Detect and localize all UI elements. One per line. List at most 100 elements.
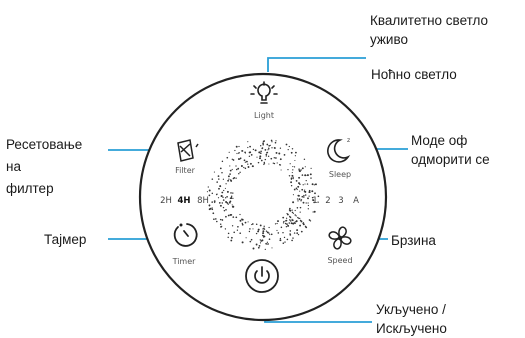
display-dot bbox=[266, 241, 269, 243]
display-dot bbox=[211, 192, 214, 195]
display-dot bbox=[222, 199, 225, 201]
display-dot bbox=[224, 228, 227, 230]
display-dot bbox=[285, 217, 288, 219]
display-dot bbox=[236, 229, 239, 231]
display-dot bbox=[261, 147, 264, 149]
display-dot bbox=[303, 196, 305, 198]
sleep-icon bbox=[327, 139, 351, 163]
speed-option-a[interactable]: A bbox=[353, 196, 359, 206]
timer-option-2h[interactable]: 2H bbox=[160, 196, 172, 206]
speed-option-2[interactable]: 2 bbox=[325, 196, 330, 206]
display-dot bbox=[307, 204, 309, 207]
display-dot bbox=[259, 239, 261, 241]
display-dot bbox=[282, 231, 284, 234]
display-dot bbox=[257, 230, 260, 233]
display-dot bbox=[282, 222, 285, 224]
display-dot bbox=[289, 207, 291, 210]
display-dot bbox=[296, 232, 299, 234]
display-dot bbox=[313, 184, 315, 186]
display-dot bbox=[229, 165, 231, 167]
display-dot bbox=[208, 189, 211, 192]
display-dot bbox=[261, 239, 264, 242]
display-dot bbox=[265, 155, 267, 157]
light-button[interactable]: Light bbox=[250, 81, 278, 120]
filter-button[interactable]: Filter bbox=[175, 139, 199, 175]
display-dot bbox=[241, 149, 244, 152]
display-dot bbox=[231, 195, 233, 197]
display-dot bbox=[213, 171, 215, 173]
leader-light bbox=[267, 57, 366, 72]
display-dot bbox=[305, 174, 307, 176]
display-dot bbox=[241, 218, 243, 220]
display-dot bbox=[269, 234, 271, 236]
display-dot bbox=[220, 226, 222, 228]
timer-button[interactable]: Timer bbox=[172, 223, 198, 267]
display-dot bbox=[298, 168, 300, 170]
display-dot bbox=[235, 216, 238, 219]
power-button[interactable] bbox=[245, 259, 279, 293]
display-dot bbox=[222, 196, 224, 199]
display-dot bbox=[296, 188, 298, 191]
display-dot bbox=[273, 157, 276, 159]
display-dot bbox=[292, 194, 294, 196]
display-dot bbox=[221, 219, 224, 221]
display-dot bbox=[279, 158, 282, 161]
display-dot bbox=[268, 238, 271, 241]
display-dot bbox=[263, 161, 265, 164]
display-dot bbox=[302, 184, 304, 186]
display-dot bbox=[247, 163, 249, 165]
display-dot bbox=[245, 237, 247, 239]
display-dot bbox=[288, 145, 290, 148]
display-dot bbox=[218, 178, 220, 180]
speed-option-1[interactable]: 1 bbox=[312, 196, 317, 206]
display-dot bbox=[239, 232, 242, 235]
speed-button[interactable]: Speed bbox=[327, 226, 353, 265]
display-dot bbox=[304, 183, 306, 185]
display-dot bbox=[275, 157, 277, 159]
display-dot bbox=[299, 217, 301, 220]
display-dot bbox=[294, 214, 296, 216]
display-dot bbox=[227, 232, 230, 235]
display-dot bbox=[211, 207, 213, 209]
display-dot bbox=[254, 149, 257, 152]
display-dot bbox=[294, 159, 296, 162]
display-dot bbox=[300, 200, 302, 202]
display-dot bbox=[247, 141, 249, 143]
display-dot bbox=[301, 174, 304, 176]
display-dot bbox=[265, 230, 268, 232]
display-dot bbox=[230, 192, 232, 194]
display-dot bbox=[224, 197, 227, 199]
timer-option-8h[interactable]: 8H bbox=[197, 196, 209, 206]
dotted-display bbox=[206, 139, 320, 251]
display-dot bbox=[213, 218, 215, 221]
display-dot bbox=[252, 247, 255, 250]
display-dot bbox=[224, 187, 226, 189]
display-dot bbox=[304, 190, 307, 193]
display-dot bbox=[221, 160, 224, 163]
speed-option-3[interactable]: 3 bbox=[338, 196, 343, 206]
display-dot bbox=[313, 210, 316, 213]
display-dot bbox=[310, 177, 312, 179]
display-dot bbox=[298, 170, 301, 173]
display-dot bbox=[229, 213, 232, 216]
display-dot bbox=[238, 151, 240, 154]
display-dot bbox=[249, 145, 251, 148]
callout-light-quality-line1: Квалитетно светло bbox=[370, 13, 489, 28]
timer-option-4h[interactable]: 4H bbox=[177, 196, 190, 206]
display-dot bbox=[262, 232, 265, 235]
display-dot bbox=[301, 195, 304, 198]
display-dot bbox=[252, 148, 255, 151]
display-dot bbox=[268, 226, 270, 229]
display-dot bbox=[292, 177, 294, 180]
display-dot bbox=[207, 186, 209, 188]
sleep-button[interactable]: z Sleep bbox=[327, 137, 351, 179]
display-dot bbox=[289, 230, 292, 232]
display-dot bbox=[220, 195, 223, 197]
display-dot bbox=[267, 155, 270, 158]
display-dot bbox=[226, 195, 228, 198]
display-dot bbox=[284, 222, 287, 225]
callout-filter-reset-line1: Ресетовање bbox=[6, 137, 83, 152]
display-dot bbox=[269, 144, 271, 146]
display-dot bbox=[280, 169, 282, 171]
